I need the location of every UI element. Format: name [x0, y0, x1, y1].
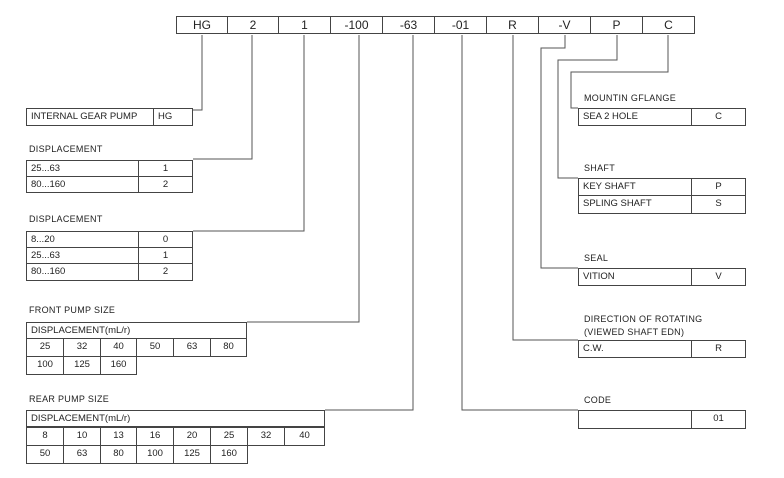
- line-hg: [193, 35, 203, 111]
- code-title: CODE: [584, 395, 612, 405]
- rear-pump-size: 160: [210, 445, 248, 464]
- code-value: 01: [691, 410, 746, 429]
- rear-pump-size: 125: [173, 445, 211, 464]
- rear-pump-size: 20: [173, 427, 211, 446]
- displacement-2-title: DISPLACEMENT: [29, 214, 103, 224]
- shaft-title: SHAFT: [584, 163, 616, 173]
- mounting-flange-code: C: [691, 108, 746, 126]
- rotation-label: C.W.: [578, 340, 692, 358]
- front-pump-size: 50: [136, 338, 174, 357]
- front-pump-size: 80: [210, 338, 247, 357]
- code-label: [578, 410, 692, 429]
- rear-pump-size: 13: [100, 427, 137, 446]
- rear-pump-size: 25: [210, 427, 248, 446]
- code-63: -63: [382, 16, 435, 34]
- front-pump-size: 40: [100, 338, 137, 357]
- displacement-1-range: 25...63: [26, 160, 139, 177]
- line-code: [461, 35, 578, 411]
- seal-code: V: [691, 268, 746, 286]
- code-p: P: [590, 16, 643, 34]
- line-shaft: [557, 35, 618, 179]
- shaft-code: P: [691, 178, 746, 196]
- code-100: -100: [330, 16, 383, 34]
- displacement-1-code: 2: [138, 176, 193, 193]
- code-c: C: [642, 16, 695, 34]
- line-front-pump: [247, 35, 360, 323]
- rear-pump-title: REAR PUMP SIZE: [29, 394, 110, 404]
- front-pump-size: 32: [63, 338, 101, 357]
- front-pump-size: 100: [26, 356, 64, 375]
- code-v: -V: [538, 16, 591, 34]
- front-pump-size: 63: [173, 338, 211, 357]
- internal-gear-pump-label: INTERNAL GEAR PUMP: [26, 108, 154, 126]
- rear-pump-size: 50: [26, 445, 64, 464]
- front-pump-title: FRONT PUMP SIZE: [29, 305, 116, 315]
- displacement-2-range: 80...160: [26, 263, 139, 281]
- rear-pump-size: 8: [26, 427, 64, 446]
- code-01: -01: [434, 16, 487, 34]
- displacement-2-range: 8...20: [26, 231, 139, 248]
- seal-title: SEAL: [584, 253, 609, 263]
- rotation-subtitle: (VIEWED SHAFT EDN): [584, 327, 685, 337]
- displacement-1-range: 80...160: [26, 176, 139, 193]
- seal-label: VITION: [578, 268, 692, 286]
- rear-pump-size: 16: [136, 427, 174, 446]
- displacement-2-code: 1: [138, 247, 193, 264]
- rear-pump-size: 32: [247, 427, 285, 446]
- line-seal: [540, 35, 578, 269]
- code-1: 1: [278, 16, 331, 34]
- rear-pump-size: 63: [63, 445, 101, 464]
- code-r: R: [486, 16, 539, 34]
- displacement-2-range: 25...63: [26, 247, 139, 264]
- code-2: 2: [227, 16, 279, 34]
- line-rear-pump: [325, 35, 414, 411]
- line-displacement-2: [193, 35, 305, 232]
- front-pump-size: 25: [26, 338, 64, 357]
- rear-pump-size: 100: [136, 445, 174, 464]
- shaft-label: KEY SHAFT: [578, 178, 692, 196]
- rear-pump-header: DISPLACEMENT(mL/r): [26, 410, 325, 427]
- rotation-code: R: [691, 340, 746, 358]
- front-pump-size: 160: [100, 356, 137, 375]
- shaft-label: SPLING SHAFT: [578, 195, 692, 214]
- rear-pump-size: 80: [100, 445, 137, 464]
- line-displacement-1: [193, 35, 253, 160]
- displacement-2-code: 0: [138, 231, 193, 248]
- displacement-2-code: 2: [138, 263, 193, 281]
- mounting-flange-label: SEA 2 HOLE: [578, 108, 692, 126]
- mounting-flange-title: MOUNTIN GFLANGE: [584, 93, 677, 103]
- internal-gear-pump-code: HG: [153, 108, 193, 126]
- shaft-code: S: [691, 195, 746, 214]
- line-rotation: [512, 35, 578, 341]
- rear-pump-size: 10: [63, 427, 101, 446]
- front-pump-size: 125: [63, 356, 101, 375]
- rear-pump-size: 40: [284, 427, 325, 446]
- code-hg: HG: [176, 16, 228, 34]
- displacement-1-title: DISPLACEMENT: [29, 144, 103, 154]
- rotation-title: DIRECTION OF ROTATING: [584, 314, 703, 324]
- displacement-1-code: 1: [138, 160, 193, 177]
- front-pump-header: DISPLACEMENT(mL/r): [26, 322, 247, 339]
